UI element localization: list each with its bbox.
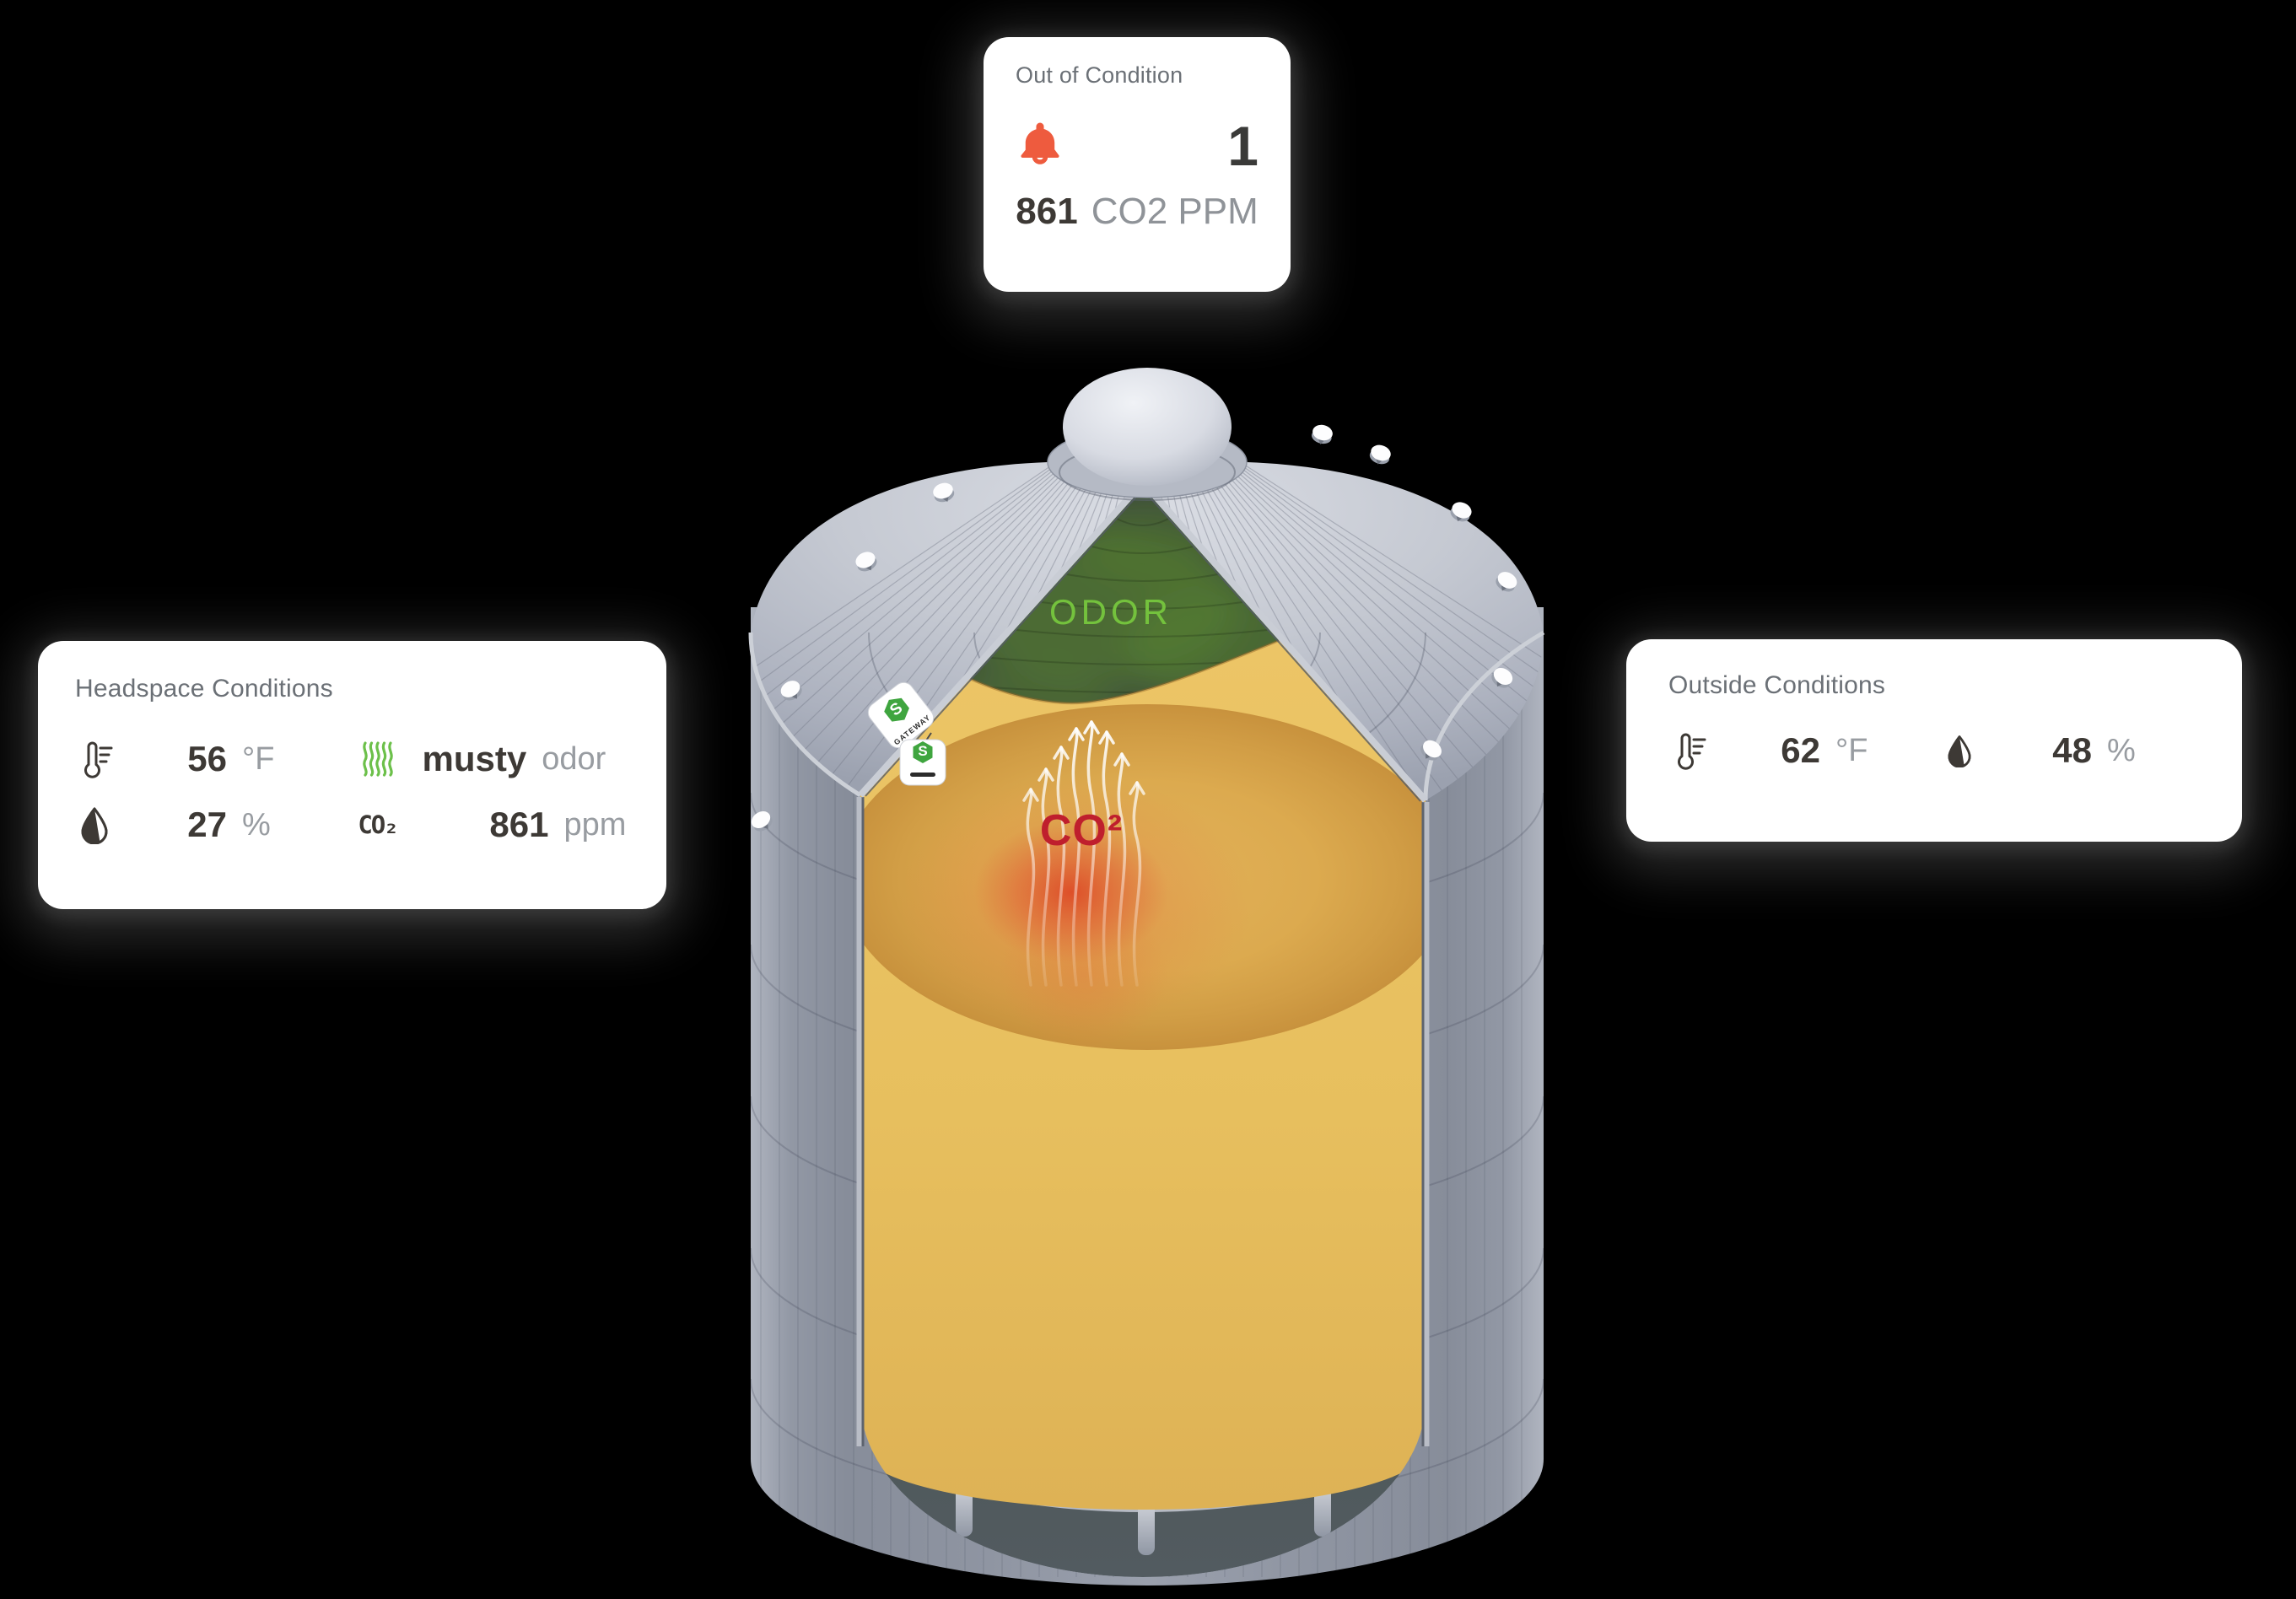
headspace-co2-unit: ppm <box>563 806 627 843</box>
humidity-droplet-icon <box>1940 731 1979 770</box>
outside-temp-value: 62 <box>1781 730 1820 770</box>
headspace-temperature-metric: 56 °F <box>75 739 347 779</box>
humidity-droplet-icon <box>75 805 114 844</box>
bin-cutaway: ODOR CO² <box>860 482 1426 1577</box>
outside-conditions-card[interactable]: Outside Conditions 62 °F 48 % <box>1626 639 2242 842</box>
out-of-condition-card[interactable]: Out of Condition 1 861 CO2 PPM <box>984 37 1291 292</box>
roof-rim-highlight <box>748 630 1545 801</box>
svg-text:S: S <box>918 743 927 759</box>
sensor-tag-headspace: S <box>899 732 946 786</box>
headspace-odor-unit: odor <box>542 740 606 777</box>
outside-card-title: Outside Conditions <box>1668 671 1886 699</box>
co2-icon: CO₂ <box>358 810 398 839</box>
outside-humidity-metric: 48 % <box>1940 730 2200 771</box>
alert-card-title: Out of Condition <box>1016 62 1183 88</box>
headspace-co2-value: 861 <box>489 805 549 844</box>
roof-cap <box>1047 368 1248 501</box>
outside-temp-unit: °F <box>1835 732 1868 768</box>
headspace-card-title: Headspace Conditions <box>75 675 333 703</box>
cutaway-edges <box>856 797 1430 1446</box>
headspace-humidity-value: 27 <box>187 805 227 844</box>
outside-temperature-metric: 62 °F <box>1668 730 1928 771</box>
brand-logo-icon <box>884 697 909 722</box>
grain-surface <box>966 638 1283 705</box>
odor-waves-icon <box>358 740 397 778</box>
outside-humidity-value: 48 <box>2052 730 2092 770</box>
alert-co2-unit: CO2 PPM <box>1091 191 1258 232</box>
headspace-co2-metric: CO₂ 861 ppm <box>358 805 630 845</box>
alert-co2-value: 861 <box>1016 191 1078 232</box>
odor-label: ODOR <box>1049 592 1172 632</box>
headspace-temp-value: 56 <box>187 739 227 778</box>
grain-bin-illustration: ODOR CO² <box>734 354 1560 1595</box>
outside-humidity-unit: % <box>2107 732 2136 768</box>
headspace-temp-unit: °F <box>242 740 275 777</box>
bin-legs <box>956 1486 1331 1555</box>
headspace-humidity-unit: % <box>242 806 271 843</box>
co2-label: CO² <box>1040 806 1123 855</box>
roof-vents <box>751 424 1517 832</box>
headspace-odor-metric: musty odor <box>358 739 630 779</box>
thermometer-icon <box>75 740 114 778</box>
brand-logo-icon <box>913 741 933 763</box>
sensor-tag-gateway: S GATEWAY <box>867 681 935 749</box>
headspace-conditions-card[interactable]: Headspace Conditions 56 °F <box>38 641 666 909</box>
headspace-humidity-metric: 27 % <box>75 805 347 845</box>
thermometer-icon <box>1668 731 1707 770</box>
alert-count: 1 <box>1227 114 1258 177</box>
headspace-odor-value: musty <box>422 739 527 778</box>
cap-dome <box>1063 368 1232 486</box>
co2-arrows <box>1022 720 1145 987</box>
alert-bell-icon <box>1016 117 1064 174</box>
